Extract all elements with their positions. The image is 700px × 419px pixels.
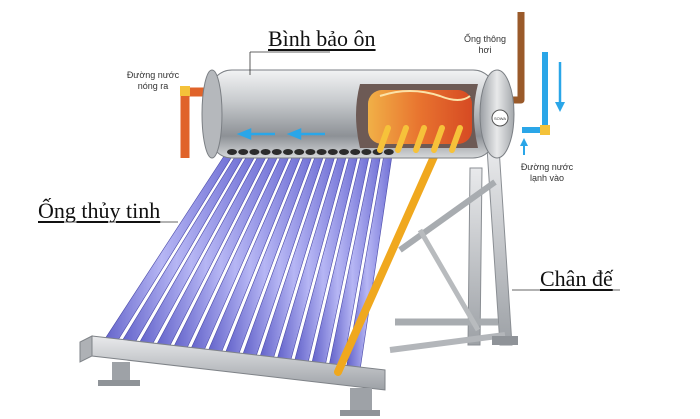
tube-connector	[316, 149, 327, 155]
flow-arrows-inner	[236, 128, 325, 140]
hot-water-out-label: Đường nước nóng ra	[118, 70, 188, 92]
cold-water-in-label: Đường nước lạnh vào	[512, 162, 582, 184]
tube-connector	[227, 149, 237, 155]
tube-connector	[350, 149, 361, 155]
heat-pipe	[377, 125, 391, 153]
cold-water-in-pipe	[520, 52, 565, 155]
cold-water-in-line1: Đường nước	[520, 162, 574, 172]
tube-connector	[305, 149, 316, 155]
tube-connector	[339, 149, 349, 155]
heat-pipe	[431, 125, 445, 153]
tube-connector	[327, 149, 338, 155]
insulated-tank: SOWA	[201, 69, 515, 159]
stand-label: Chân đế	[540, 266, 613, 291]
tube-connector	[249, 149, 260, 155]
heat-pipe	[413, 125, 427, 153]
tube-connector	[294, 149, 305, 155]
brand-logo: SOWA	[494, 116, 506, 121]
stand-frame	[389, 147, 518, 353]
vent-pipe-label: Ống thông hơi	[455, 34, 515, 56]
heat-pipe	[449, 125, 463, 153]
vent-pipe-line2: hơi	[478, 45, 492, 55]
tube-connector	[271, 149, 282, 155]
glass-tubes	[100, 149, 394, 371]
cold-water-in-line2: lạnh vào	[529, 173, 565, 183]
tube-connector	[283, 149, 293, 155]
tank-label: Bình bảo ôn	[268, 26, 376, 51]
bottom-frame	[79, 335, 386, 416]
heat-pipe	[395, 125, 409, 153]
hot-water-out-line2: nóng ra	[137, 81, 169, 91]
tube-connectors	[227, 125, 463, 155]
hot-water-out-line1: Đường nước	[126, 70, 180, 80]
tube-connector	[260, 149, 271, 155]
glass-tube-label: Ống thủy tinh	[38, 198, 161, 223]
vent-pipe-line1: Ống thông	[463, 34, 507, 44]
leader-lines	[40, 51, 620, 291]
gold-riser-pipe	[334, 146, 441, 376]
tube-connector	[361, 149, 372, 155]
tube-connector	[383, 149, 394, 155]
tube-connector	[238, 149, 249, 155]
